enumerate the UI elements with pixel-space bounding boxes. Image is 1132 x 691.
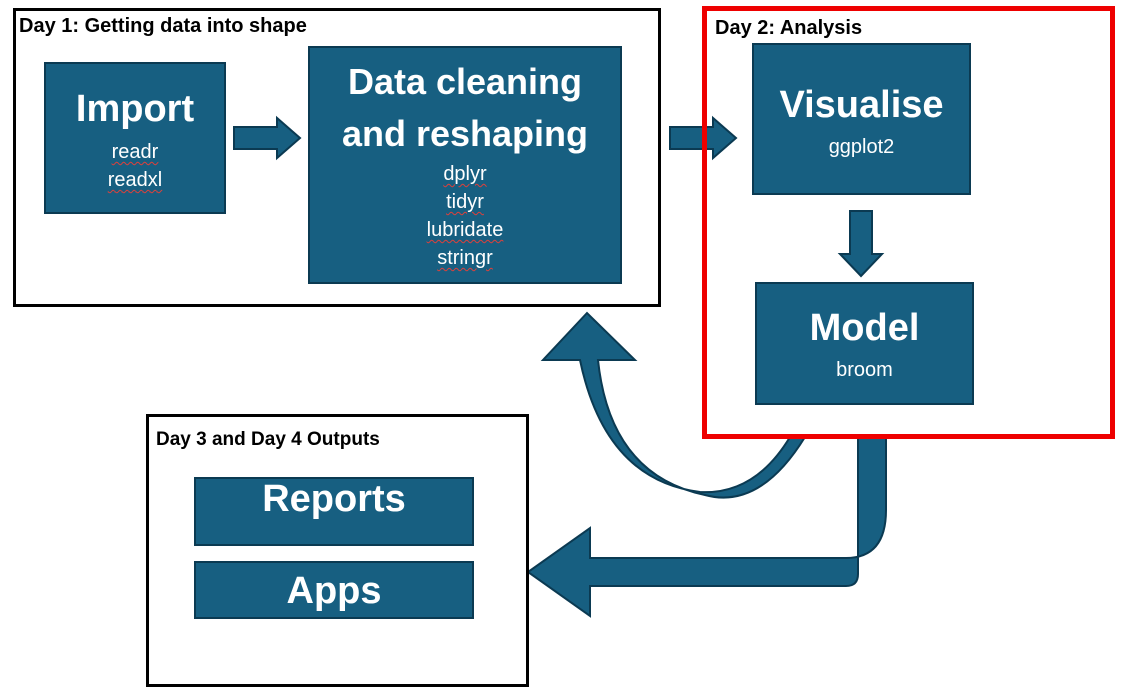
reports-title: Reports <box>262 478 406 520</box>
visualise-package: ggplot2 <box>828 136 895 158</box>
apps-title: Apps <box>286 570 382 612</box>
cleaning-box: Data cleaning and reshaping dplyr tidyr … <box>308 46 622 284</box>
outputs-frame: Day 3 and Day 4 Outputs <box>146 414 529 687</box>
loop-back-arrow <box>540 311 807 499</box>
model-title: Model <box>809 307 920 349</box>
visualise-box: Visualise ggplot2 <box>752 43 971 195</box>
package-readxl: readxl <box>107 169 163 191</box>
package-tidyr: tidyr <box>446 191 484 213</box>
cleaning-title-line2: and reshaping <box>341 113 589 154</box>
model-package: broom <box>836 359 893 381</box>
apps-box: Apps <box>194 561 474 619</box>
package-dplyr: dplyr <box>443 163 487 185</box>
day1-title: Day 1: Getting data into shape <box>19 15 307 37</box>
outputs-title: Day 3 and Day 4 Outputs <box>156 429 380 450</box>
package-lubridate: lubridate <box>426 219 504 241</box>
model-box: Model broom <box>755 282 974 405</box>
import-box: Import readr readxl <box>44 62 226 214</box>
cleaning-packages: dplyr tidyr lubridate stringr <box>310 160 620 272</box>
visualise-title: Visualise <box>779 84 944 126</box>
day2-frame: Day 2: Analysis <box>702 6 1115 439</box>
day2-title: Day 2: Analysis <box>715 17 863 39</box>
to-outputs-arrow <box>526 436 887 618</box>
import-to-cleaning-arrow <box>233 115 302 161</box>
visualise-to-model-arrow <box>837 210 885 278</box>
package-readr: readr <box>111 141 159 163</box>
cleaning-title-line1: Data cleaning <box>347 61 583 102</box>
package-stringr: stringr <box>437 247 493 269</box>
import-packages: readr readxl <box>46 138 224 194</box>
reports-box: Reports <box>194 477 474 546</box>
day1-frame: Day 1: Getting data into shape <box>13 8 661 307</box>
import-title: Import <box>75 88 195 130</box>
